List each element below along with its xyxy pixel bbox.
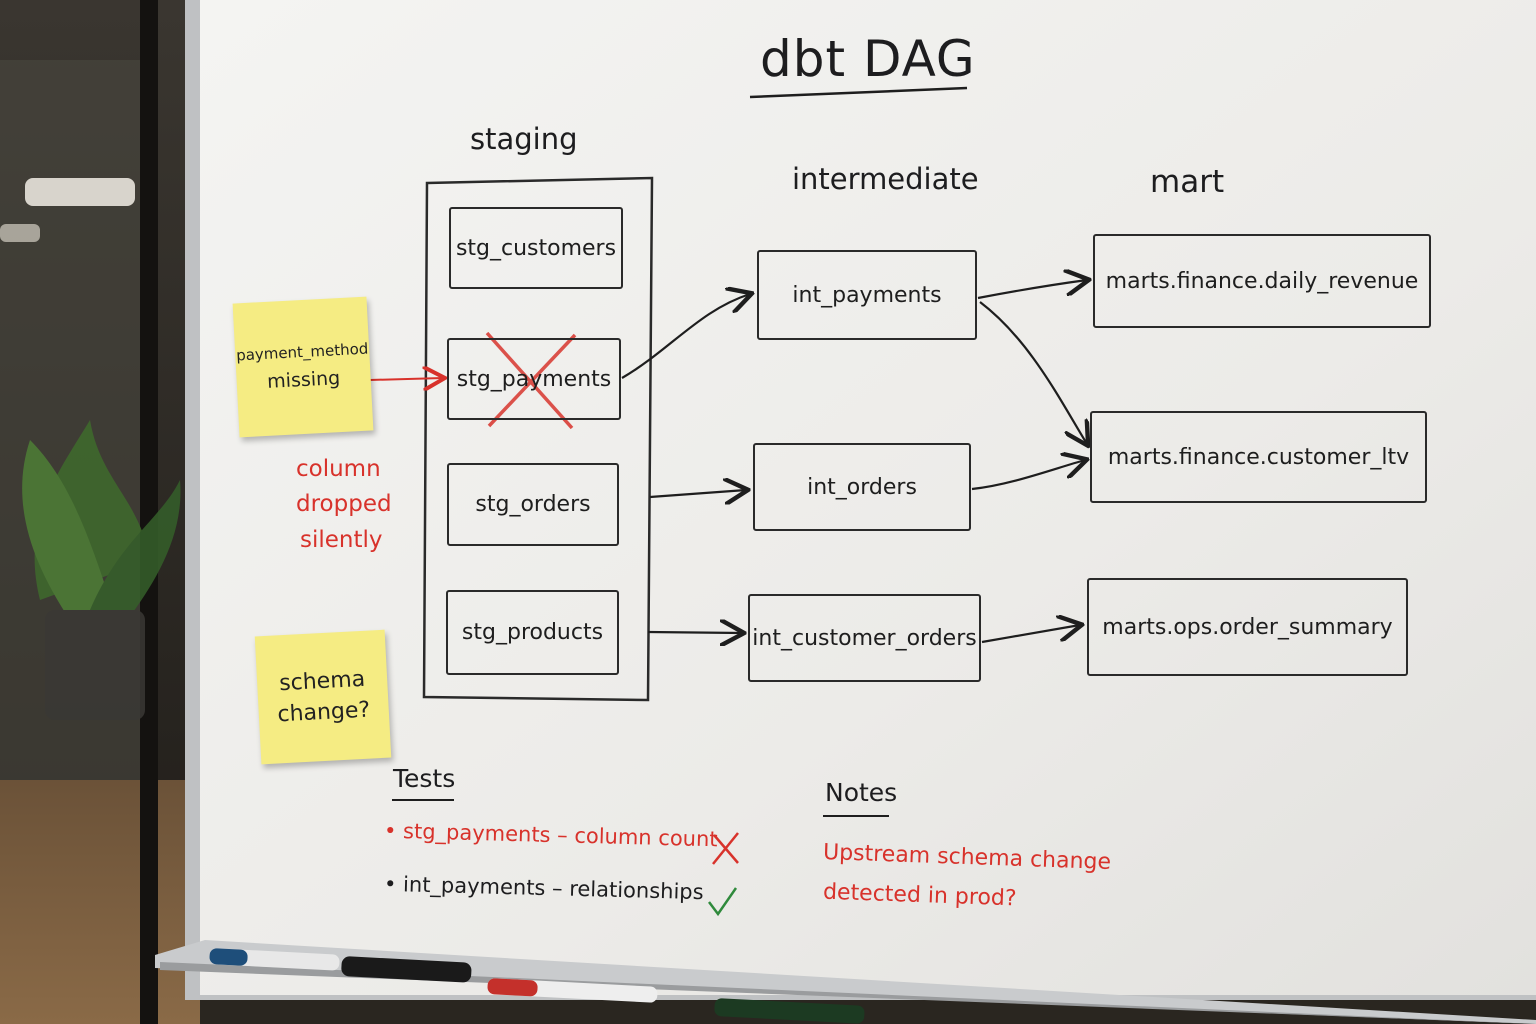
staging-container: [422, 176, 654, 702]
node-label: int_orders: [807, 474, 917, 500]
edge-stg-products-int-customer-orders: [647, 632, 742, 633]
node-label: marts.ops.order_summary: [1102, 614, 1393, 640]
node-int-payments: int_payments: [757, 250, 977, 340]
red-arrow: [369, 378, 443, 380]
tests-heading-underline: [392, 799, 454, 801]
edge-int-customer-orders-order-summary: [981, 625, 1080, 644]
column-header-mart: mart: [1150, 164, 1225, 200]
red-x-mark: [485, 331, 577, 430]
annotation-line: silently: [300, 527, 383, 553]
node-label: stg_products: [461, 620, 604, 645]
sticky-line: missing: [266, 367, 341, 393]
node-daily-revenue: marts.finance.daily_revenue: [1093, 234, 1431, 328]
node-label: stg_orders: [475, 492, 591, 517]
notes-heading: Notes: [825, 778, 898, 807]
annotation-line: dropped: [296, 491, 392, 517]
sticky-line: payment_method: [235, 339, 369, 365]
fail-x-icon: [712, 832, 739, 865]
markers: [209, 948, 865, 1024]
edge-int-payments-customer-ltv: [979, 301, 1087, 444]
plant: [22, 420, 181, 720]
node-order-summary: marts.ops.order_summary: [1087, 578, 1408, 676]
sticky-note-schema-change: schema change?: [254, 629, 392, 765]
node-customer-ltv: marts.finance.customer_ltv: [1090, 411, 1427, 503]
annotation-line: column: [296, 456, 381, 482]
edge-stg-orders-int-orders: [649, 490, 746, 497]
node-label: stg_payments: [456, 366, 612, 392]
node-stg-products: stg_products: [446, 590, 619, 675]
edge-stg-payments-int-payments: [621, 294, 750, 379]
edge-int-orders-customer-ltv: [971, 460, 1085, 491]
node-label: int_customer_orders: [752, 625, 977, 651]
sticky-line: schema: [278, 666, 366, 697]
pass-check-icon: [708, 887, 738, 917]
node-int-orders: int_orders: [753, 443, 971, 531]
column-header-staging: staging: [470, 122, 578, 156]
bullet: •: [383, 818, 404, 844]
node-label: stg_customers: [455, 235, 617, 261]
notes-heading-underline: [823, 815, 889, 817]
tests-heading: Tests: [393, 764, 456, 793]
node-label: marts.finance.daily_revenue: [1105, 268, 1419, 294]
bullet: •: [383, 871, 404, 897]
sticky-line: change?: [276, 697, 371, 728]
sticky-note-payment-method: payment_method missing: [232, 296, 374, 438]
title-underline: [749, 86, 968, 99]
node-label: marts.finance.customer_ltv: [1107, 444, 1410, 470]
node-stg-orders: stg_orders: [447, 463, 619, 546]
node-int-customer-orders: int_customer_orders: [748, 594, 981, 682]
node-stg-payments: stg_payments: [447, 338, 621, 420]
node-stg-customers: stg_customers: [449, 207, 623, 289]
column-header-intermediate: intermediate: [792, 162, 979, 196]
edge-int-payments-daily-revenue: [977, 280, 1087, 300]
board-title: dbt DAG: [760, 30, 976, 88]
node-label: int_payments: [792, 282, 942, 308]
